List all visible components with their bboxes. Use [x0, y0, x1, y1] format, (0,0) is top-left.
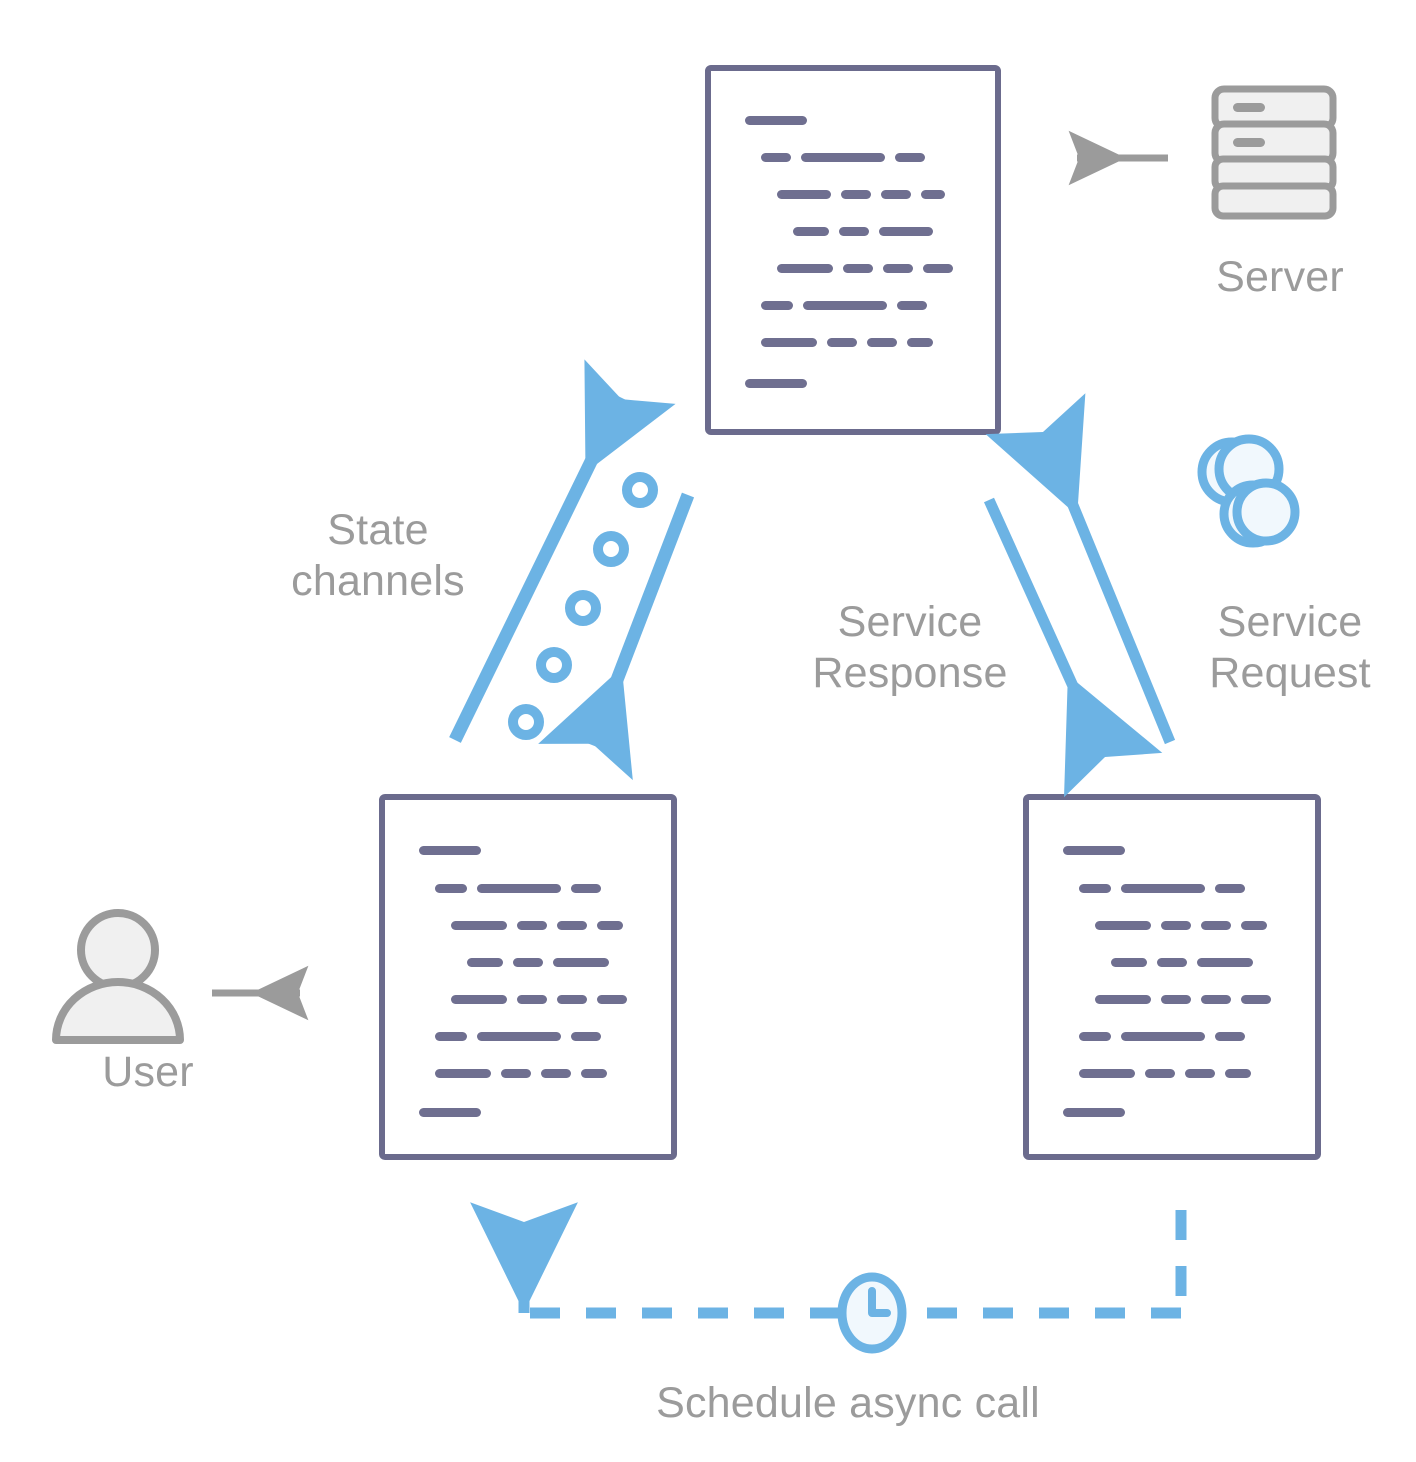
- server-icon: [1211, 85, 1337, 220]
- schedule-async-path: [470, 1202, 1187, 1354]
- schedule-async-call-label: Schedule async call: [656, 1379, 1040, 1427]
- service-response-label: Service Response: [812, 598, 1008, 697]
- state-channels-label: State channels: [291, 506, 465, 605]
- server-label: Server: [1216, 253, 1344, 301]
- doc-bottom-left-code: [419, 846, 627, 1117]
- doc-bottom-right: [1023, 794, 1321, 1160]
- service-response-arrow: [983, 497, 1163, 798]
- user-label: User: [102, 1048, 194, 1096]
- doc-bottom-left: [379, 794, 677, 1160]
- service-request-tokens-icon: [1197, 434, 1300, 548]
- service-request-arrow: [985, 393, 1176, 745]
- state-channel-down-arrow: [538, 492, 695, 781]
- doc-top: [705, 65, 1001, 435]
- state-channel-dots: [508, 472, 658, 740]
- clock-hands-icon: [868, 1287, 891, 1317]
- user-icon: [52, 909, 184, 1044]
- doc-bottom-right-code: [1063, 846, 1271, 1117]
- doc-top-code: [745, 116, 953, 388]
- state-channel-up-arrow: [449, 359, 676, 743]
- service-request-label: Service Request: [1209, 598, 1371, 697]
